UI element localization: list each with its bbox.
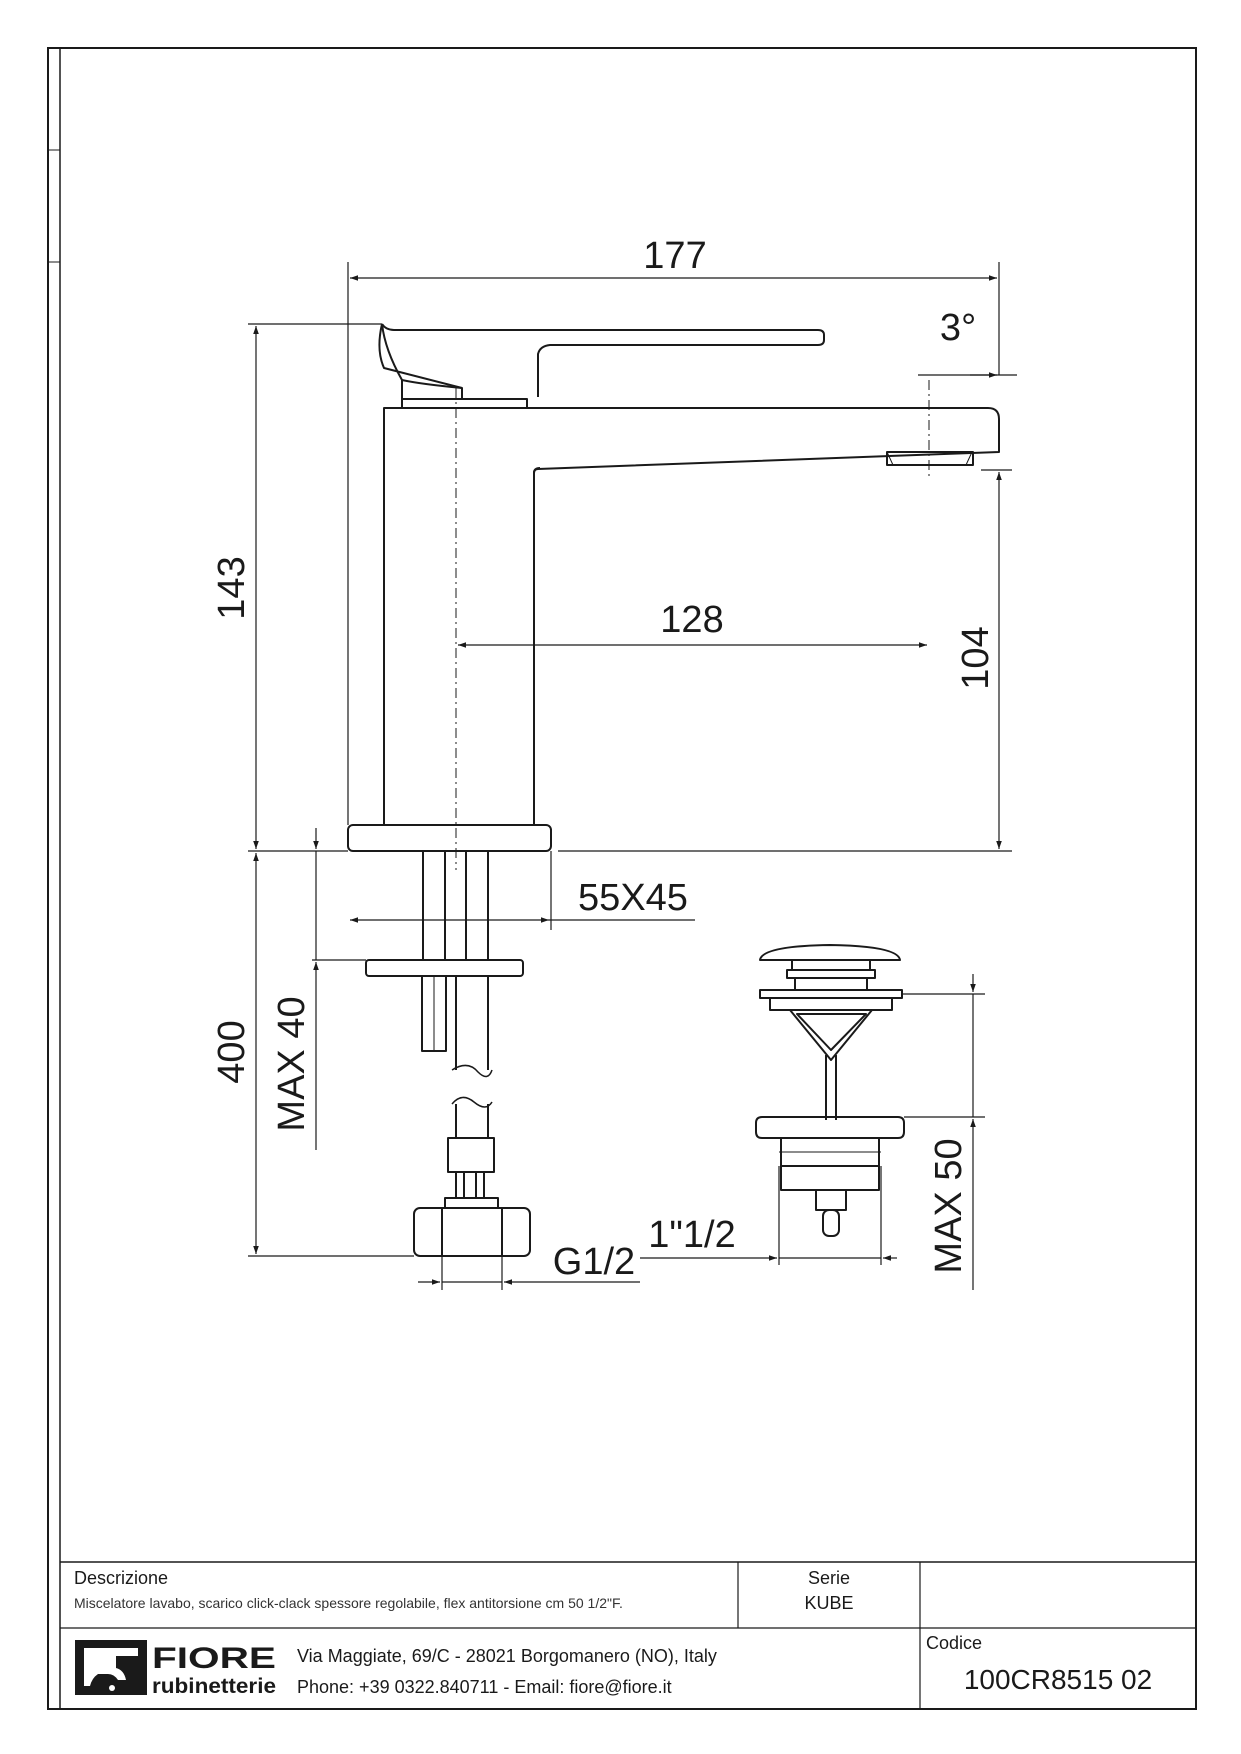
under-deck-fittings [365,851,531,1257]
dim-1-1-2: 1"1/2 [648,1214,735,1256]
company-address: Via Maggiate, 69/C - 28021 Borgomanero (… [297,1646,717,1666]
dim-angle: 3° [940,307,976,349]
code-value: 100CR8515 02 [963,1664,1153,1695]
faucet-body [347,323,1000,852]
dim-max-40: MAX 40 [271,996,313,1131]
description-label: Descrizione [74,1568,169,1588]
dim-104: 104 [955,626,997,689]
dimension-labels: 177 3° 143 128 104 55X45 400 MAX 40 G1/2… [211,235,997,1283]
drawing-frame [47,47,1197,1710]
company-contact: Phone: +39 0322.840711 - Email: fiore@fi… [297,1677,672,1697]
dim-max-50: MAX 50 [928,1138,970,1273]
dim-177: 177 [643,235,706,277]
description-text: Miscelatore lavabo, scarico click-clack … [74,1595,623,1611]
dimension-lines [248,262,1017,1290]
logo-subtitle: rubinetterie [152,1675,276,1698]
series-value: KUBE [804,1593,854,1613]
dim-128: 128 [660,599,723,641]
dim-143: 143 [211,556,253,619]
popup-waste [755,944,905,1237]
dim-g12: G1/2 [553,1241,635,1283]
dim-400: 400 [211,1020,253,1083]
center-axis [455,380,930,870]
dim-55x45: 55X45 [578,877,688,919]
code-label: Codice [926,1633,983,1653]
logo-brand: FIORE [152,1642,276,1675]
series-label: Serie [807,1568,851,1588]
fiore-logo: FIORE rubinetterie [75,1640,276,1698]
title-block-grid [60,1562,1196,1709]
